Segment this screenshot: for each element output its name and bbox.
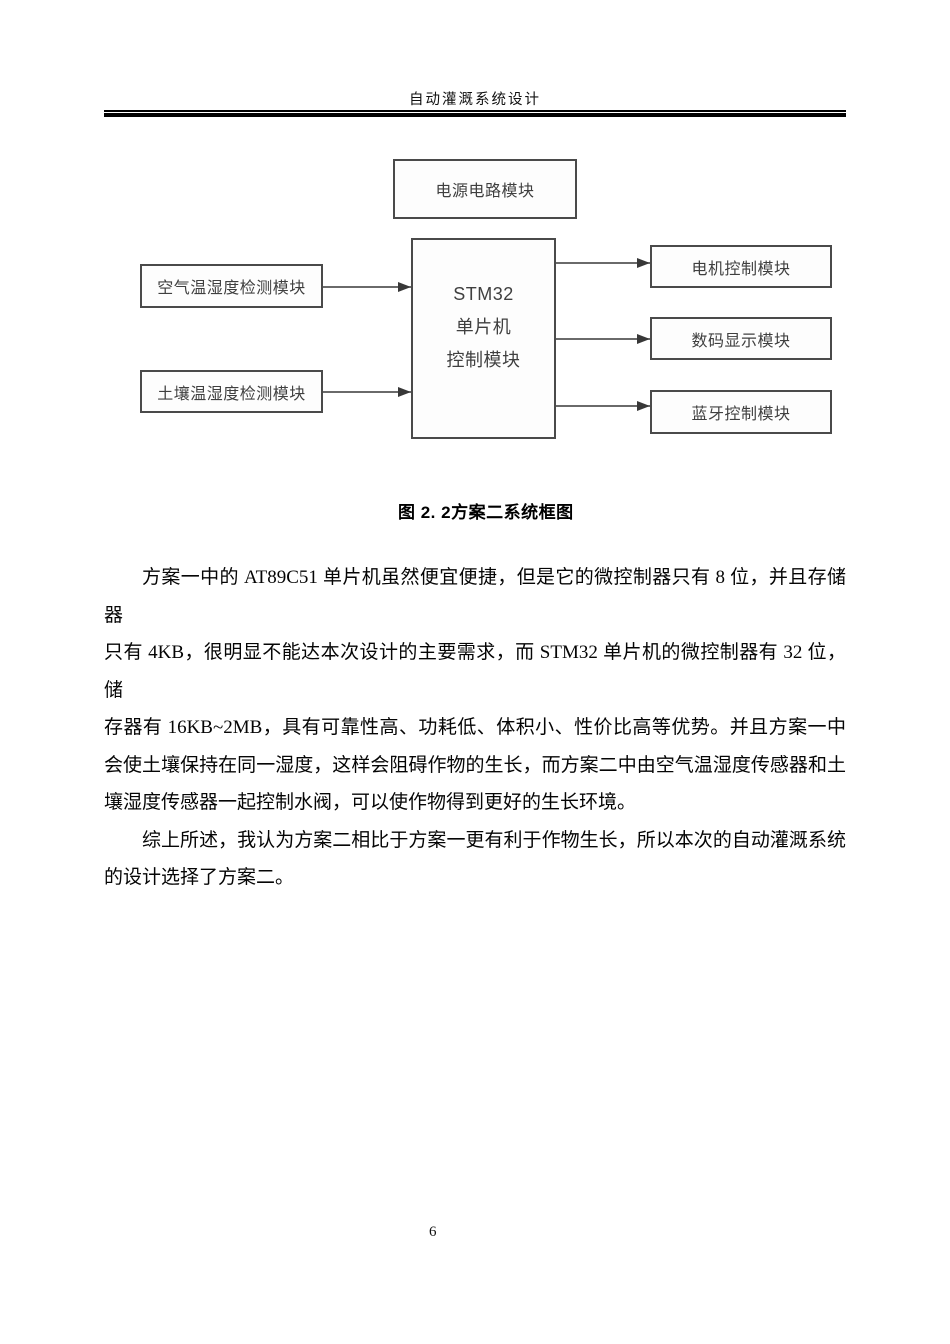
stm32-label-line2: 单片机: [455, 317, 512, 337]
header-rule: [104, 110, 846, 117]
diagram-box-stm32-controller: STM32 单片机 控制模块: [411, 238, 556, 439]
paragraph1-line4: 会使土壤保持在同一湿度，这样会阻碍作物的生长，而方案二中由空气温湿度传感器和土: [104, 754, 846, 776]
stm32-label-line3: 控制模块: [446, 350, 521, 370]
diagram-box-air-temp-humidity: 空气温湿度检测模块: [140, 264, 323, 308]
header-rule-thick-line: [104, 112, 846, 117]
diagram-box-soil-temp-humidity: 土壤温湿度检测模块: [140, 370, 323, 413]
page-number: 6: [429, 1224, 437, 1240]
figure-caption: 图 2. 2方案二系统框图: [398, 503, 574, 522]
paragraph2-line2: 的设计选择了方案二。: [104, 867, 295, 888]
diagram-box-power-circuit: 电源电路模块: [393, 159, 577, 219]
paragraph1-line1: 方案一中的 AT89C51 单片机虽然便宜便捷，但是它的微控制器只有 8 位，并…: [104, 567, 846, 626]
paragraph2-line1: 综上所述，我认为方案二相比于方案一更有利于作物生长，所以本次的自动灌溉系统: [142, 829, 846, 851]
diagram-box-digital-display: 数码显示模块: [650, 317, 832, 360]
header-rule-thin-line: [104, 110, 846, 112]
paragraph1-line5: 壤湿度传感器一起控制水阀，可以使作物得到更好的生长环境。: [104, 792, 637, 813]
diagram-box-bluetooth-control: 蓝牙控制模块: [650, 390, 832, 434]
system-block-diagram: 电源电路模块 STM32 单片机 控制模块 空气温湿度检测模块 土壤温湿度检测模…: [0, 0, 950, 540]
paragraph1-line2: 只有 4KB，很明显不能达本次设计的主要需求，而 STM32 单片机的微控制器有…: [104, 642, 846, 701]
body-text: 方案一中的 AT89C51 单片机虽然便宜便捷，但是它的微控制器只有 8 位，并…: [104, 559, 846, 897]
stm32-label-line1: STM32: [453, 284, 514, 304]
page-header-title: 自动灌溉系统设计: [409, 92, 541, 108]
diagram-box-motor-control: 电机控制模块: [650, 245, 832, 288]
paragraph1-line3: 存器有 16KB~2MB，具有可靠性高、功耗低、体积小、性价比高等优势。并且方案…: [104, 717, 846, 738]
